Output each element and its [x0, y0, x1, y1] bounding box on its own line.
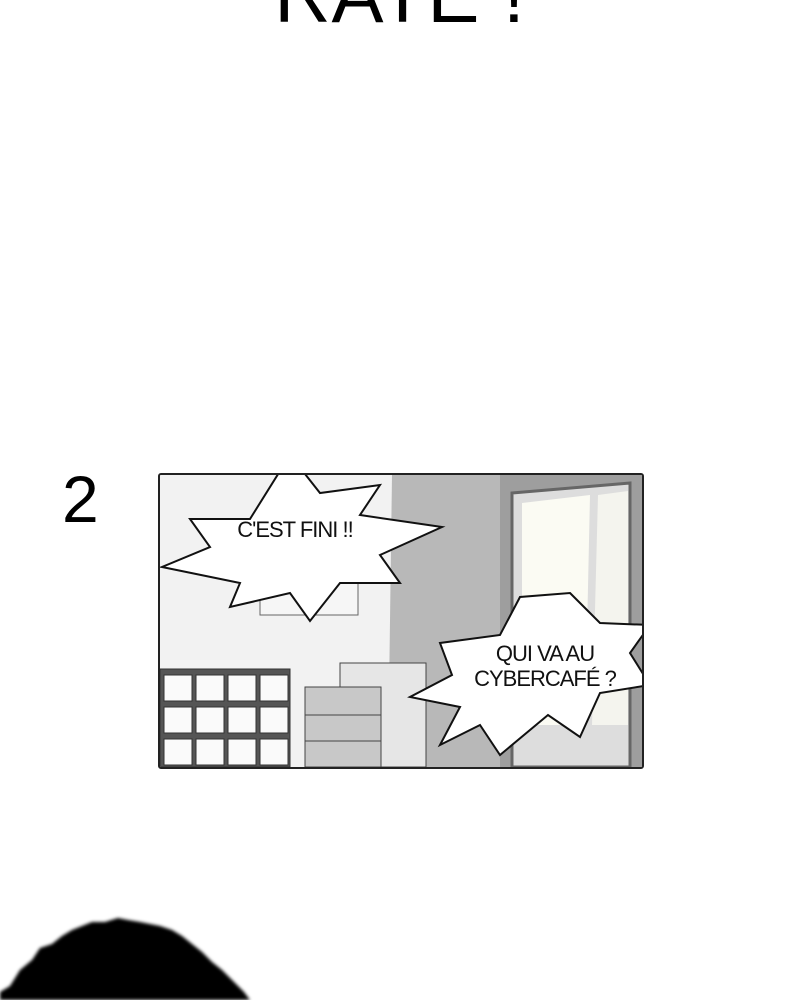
character-hair [0, 918, 250, 1000]
bubble-1-text: C'EST FINI !! [237, 517, 353, 542]
comic-panel: C'EST FINI !! QUI VA AU CYBERCAFÉ ? [158, 473, 644, 769]
speech-bubble-2 [407, 591, 642, 757]
title-text: RATÉ ! [0, 0, 800, 34]
bubble-2-line-1: QUI VA AU [495, 641, 595, 666]
speech-bubbles [160, 475, 642, 757]
speech-bubble-1 [160, 475, 446, 623]
bubble-2-line-2: CYBERCAFÉ ? [474, 666, 617, 692]
panel-number: 2 [62, 462, 99, 536]
